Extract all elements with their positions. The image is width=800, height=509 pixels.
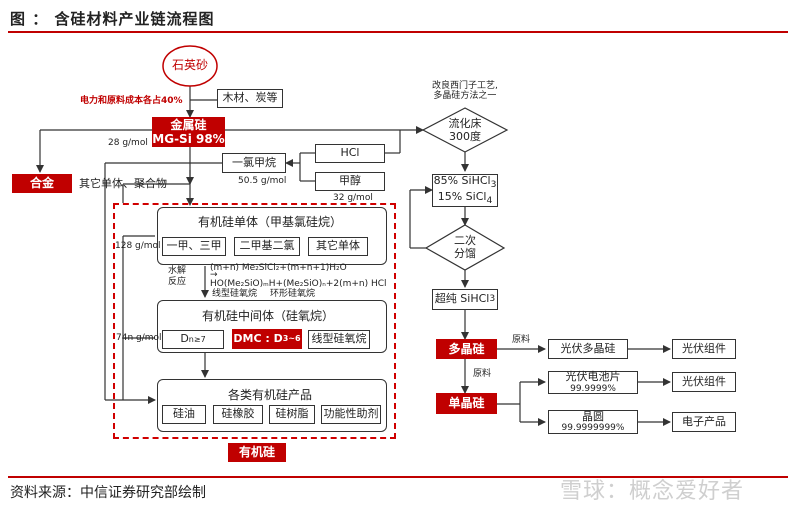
sicl4-share: 15% SiCl4	[437, 189, 493, 206]
hydrolysis-label-2: 反应	[168, 277, 187, 287]
metal-silicon-node: 金属硅 MG-Si 98%	[152, 117, 225, 147]
organosilicon-label: 有机硅	[228, 443, 286, 462]
intermediate-molar-mass: 74n g/mol	[116, 333, 162, 343]
ring-siloxane-note: 环形硅氧烷	[270, 289, 316, 299]
pure-sihcl3-text: 超纯 SiHCl	[434, 292, 490, 306]
source-note: 资料来源：中信证券研究部绘制	[10, 485, 206, 501]
reaction-arrow: →	[210, 270, 218, 280]
alloy-node: 合金	[12, 174, 72, 193]
wafer-box: 晶圆 99.9999999%	[548, 410, 638, 434]
linear-siloxane-box: 线型硅氧烷	[308, 330, 370, 349]
chloromethane-box: 一氯甲烷	[222, 153, 286, 173]
pv-cell-purity: 99.9999%	[570, 383, 616, 394]
reaction-equation-2: HO(Me₂SiO)ₘH+(Me₂SiO)ₙ+2(m+n) HCl	[210, 279, 387, 289]
product-item-3: 硅树脂	[269, 405, 315, 424]
page-title: 图 ： 含硅材料产业链流程图	[10, 10, 215, 28]
hydrolysis-label-1: 水解	[168, 266, 187, 276]
product-item-1: 硅油	[162, 405, 206, 424]
pv-cell-label: 光伏电池片	[565, 370, 621, 384]
d-siloxane-sub: n≥7	[188, 334, 206, 344]
methanol-molar-mass: 32 g/mol	[333, 193, 373, 203]
electronics-box: 电子产品	[672, 412, 736, 432]
quartz-node: 石英砂	[171, 58, 208, 73]
product-item-2: 硅橡胶	[213, 405, 263, 424]
pv-module-box-2: 光伏组件	[672, 372, 736, 392]
raw-material-label-2: 原料	[473, 369, 492, 379]
wafer-label: 晶圆	[582, 409, 604, 423]
product-item-4: 功能性助剂	[321, 405, 381, 424]
fluid-bed-temp: 300度	[449, 130, 481, 143]
quartz-node-shape	[162, 45, 218, 87]
sihcl3-share: 85% SiHCl3	[433, 173, 497, 190]
organosilicon-group	[113, 203, 396, 439]
monomer-item-2: 二甲基二氯	[234, 237, 300, 256]
fluid-bed-node: 流化床 300度	[437, 118, 493, 144]
chloromethane-molar-mass: 50.5 g/mol	[238, 176, 287, 186]
dmc-label: DMC : D	[233, 332, 283, 346]
hcl-box: HCl	[315, 144, 385, 163]
siemens-note: 改良西门子工艺, 多晶硅方法之一	[432, 81, 498, 101]
monomer-item-3: 其它单体	[308, 237, 368, 256]
sicl4-share-text: 15% SiCl	[437, 189, 487, 203]
cost-note: 电力和原料成本各占40%	[80, 96, 183, 106]
distill-label-2: 分馏	[454, 247, 476, 260]
methanol-box: 甲醇	[315, 172, 385, 191]
wood-carbon-box: 木材、炭等	[217, 89, 283, 108]
pv-module-box-1: 光伏组件	[672, 339, 736, 359]
distill-diamond	[424, 224, 506, 271]
linear-siloxane-note: 线型硅氧烷	[212, 289, 258, 299]
monomer-molar-mass: 128 g/mol	[115, 241, 161, 251]
dmc-sub: 3~6	[282, 334, 301, 344]
reaction-equation-1: (m+n) Me₂SiCl₂+(m+n+1)H₂O	[210, 263, 347, 273]
fluid-bed-label: 流化床	[448, 117, 482, 131]
chlorosilane-mix-box: 85% SiHCl3 15% SiCl4	[432, 174, 498, 207]
monomer-title: 有机硅单体（甲基氯硅烷）	[198, 215, 343, 229]
wafer-purity: 99.9999999%	[561, 423, 625, 434]
watermark: 雪球：概念爱好者	[560, 479, 745, 504]
mono-si-node: 单晶硅	[436, 393, 497, 414]
other-monomer-label: 其它单体、聚合物	[79, 177, 167, 190]
fluid-bed-diamond	[421, 107, 509, 153]
mg-si-molar-mass: 28 g/mol	[108, 138, 148, 148]
products-title: 各类有机硅产品	[228, 388, 313, 402]
pv-cell-box: 光伏电池片 99.9999%	[548, 370, 638, 394]
d-siloxane-label: D	[180, 332, 189, 346]
raw-material-label-1: 原料	[512, 335, 531, 345]
monomer-item-1: 一甲、三甲	[162, 237, 226, 256]
mg-si-label: MG-Si 98%	[152, 132, 225, 146]
sihcl3-share-text: 85% SiHCl	[433, 173, 491, 187]
distill-label-1: 二次	[454, 234, 476, 248]
pv-poly-box: 光伏多晶硅	[548, 339, 628, 359]
metal-silicon-label: 金属硅	[170, 117, 207, 132]
top-divider	[8, 31, 788, 33]
poly-si-node: 多晶硅	[436, 339, 497, 359]
distill-node: 二次 分馏	[445, 235, 485, 261]
bottom-divider	[8, 476, 788, 478]
intermediate-title: 有机硅中间体（硅氧烷）	[202, 309, 335, 323]
